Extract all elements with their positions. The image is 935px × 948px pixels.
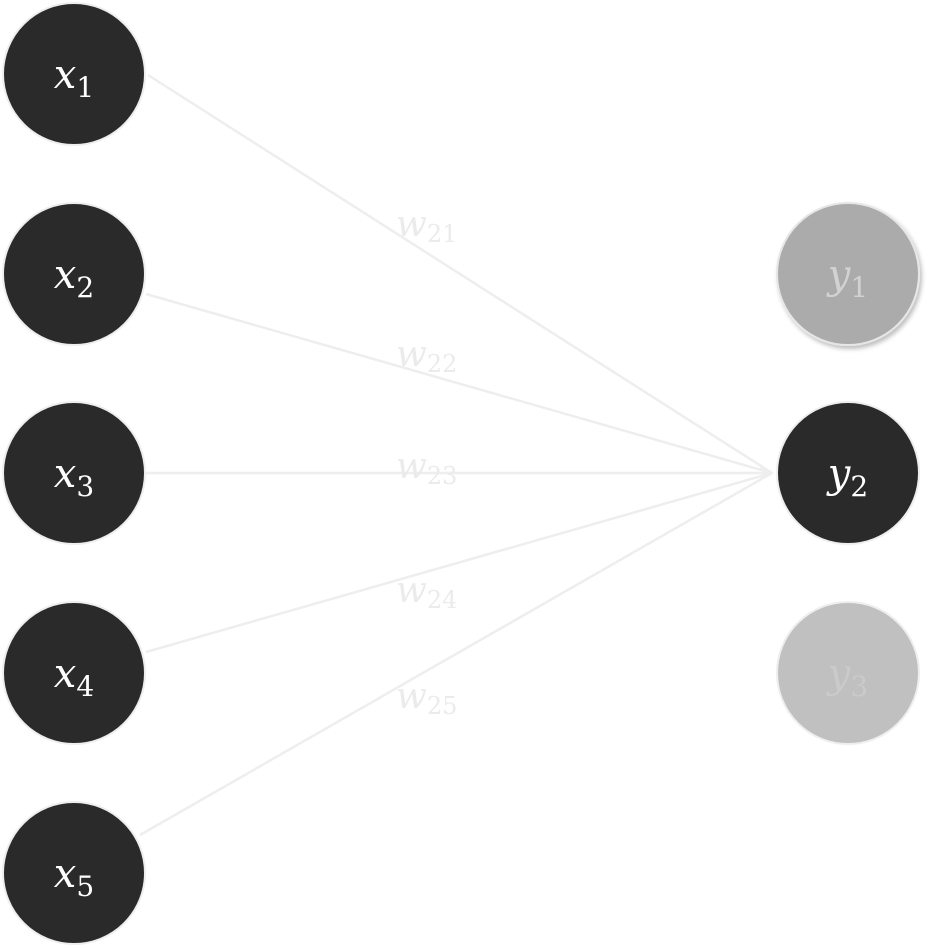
input-node-x1: x1 xyxy=(2,2,146,146)
svg-text:y1: y1 xyxy=(826,252,868,304)
edge-x1-y2 xyxy=(147,73,773,475)
weight-label-w21: w21 xyxy=(396,204,457,248)
svg-text:x4: x4 xyxy=(54,651,94,703)
svg-text:x1: x1 xyxy=(54,52,94,104)
input-node-x4: x4 xyxy=(2,601,146,745)
input-node-x3: x3 xyxy=(2,401,146,545)
svg-text:x2: x2 xyxy=(54,252,94,304)
edge-x4-y2 xyxy=(145,471,773,654)
output-node-y2: y2 xyxy=(776,401,920,545)
edge-x5-y2 xyxy=(139,471,773,837)
weight-label-w22: w22 xyxy=(396,334,457,378)
output-node-y1: y1 xyxy=(776,202,920,346)
input-node-x5: x5 xyxy=(2,801,146,945)
output-node-y3: y3 xyxy=(776,601,920,745)
input-node-x2: x2 xyxy=(2,202,146,346)
edges xyxy=(139,73,774,837)
svg-text:x3: x3 xyxy=(54,451,94,503)
weight-label-w23: w23 xyxy=(396,446,457,490)
svg-text:x5: x5 xyxy=(54,851,94,903)
weight-label-w25: w25 xyxy=(396,676,457,720)
output-nodes: y1 y2 y3 xyxy=(776,202,920,745)
weight-label-w24: w24 xyxy=(396,570,457,614)
svg-text:y2: y2 xyxy=(826,451,868,503)
input-nodes: x1 x2 x3 x4 x5 xyxy=(2,2,146,945)
edge-x2-y2 xyxy=(145,292,773,475)
weight-labels: w21 w22 w23 w24 w25 xyxy=(396,204,457,720)
svg-text:y3: y3 xyxy=(826,651,868,703)
